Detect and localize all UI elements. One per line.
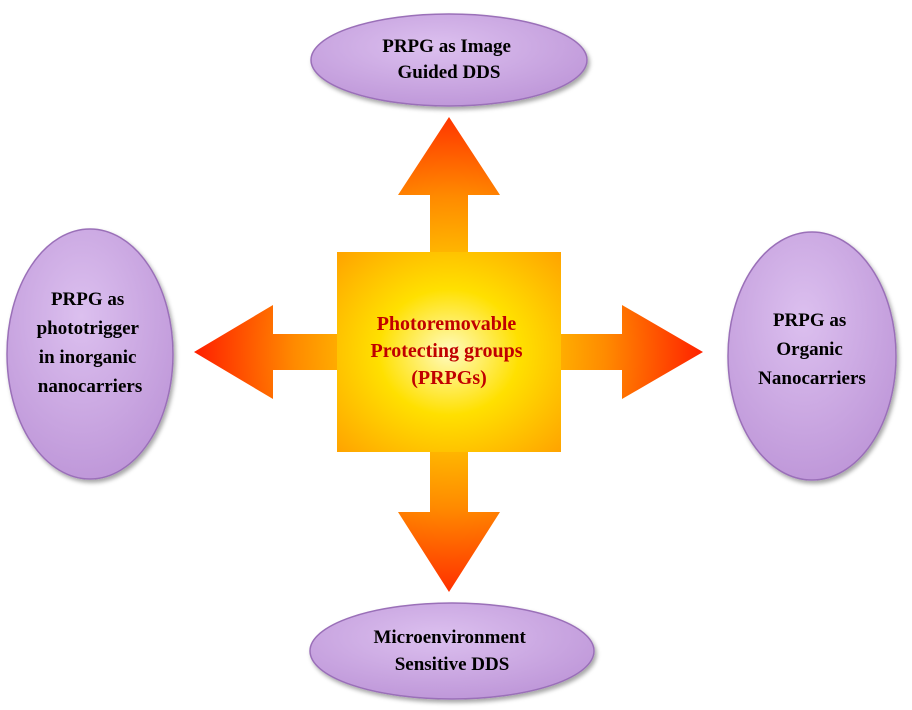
node-bottom-line-1: Microenvironment	[373, 627, 526, 648]
node-left-label: PRPG as phototrigger in inorganic nanoca…	[37, 289, 144, 397]
center-label-line-3: (PRPGs)	[411, 367, 487, 389]
node-top-label: PRPG as Image Guided DDS	[382, 36, 516, 83]
arrows-group	[194, 117, 703, 592]
node-top-line-2: Guided DDS	[398, 62, 501, 83]
node-top	[310, 13, 588, 107]
node-right-line-1: PRPG as	[773, 310, 846, 331]
node-bottom	[309, 602, 595, 700]
node-bottom-line-2: Sensitive DDS	[395, 654, 510, 675]
node-left	[6, 228, 174, 480]
center-label: Photoremovable Protecting groups (PRPGs)	[370, 313, 527, 389]
center-label-line-2: Protecting groups	[370, 340, 522, 362]
center-label-line-1: Photoremovable	[377, 313, 517, 335]
node-right-ellipse	[727, 231, 897, 481]
arrow-left	[194, 305, 340, 399]
arrow-down	[398, 450, 500, 592]
arrow-right	[558, 305, 703, 399]
node-left-ellipse	[6, 228, 174, 480]
node-bottom-label: Microenvironment Sensitive DDS	[373, 627, 530, 675]
arrow-up	[398, 117, 500, 255]
node-right-line-2: Organic	[776, 339, 843, 360]
center-square	[337, 252, 561, 452]
node-bottom-ellipse	[309, 602, 595, 700]
node-left-line-4: nanocarriers	[38, 376, 142, 397]
node-right-label: PRPG as Organic Nanocarriers	[758, 310, 866, 389]
node-left-line-2: phototrigger	[37, 318, 140, 339]
node-top-ellipse	[310, 13, 588, 107]
node-left-line-1: PRPG as	[51, 289, 124, 310]
node-left-line-3: in inorganic	[39, 347, 137, 368]
node-right	[727, 231, 897, 481]
node-right-line-3: Nanocarriers	[758, 368, 866, 389]
node-top-line-1: PRPG as Image	[382, 36, 511, 57]
